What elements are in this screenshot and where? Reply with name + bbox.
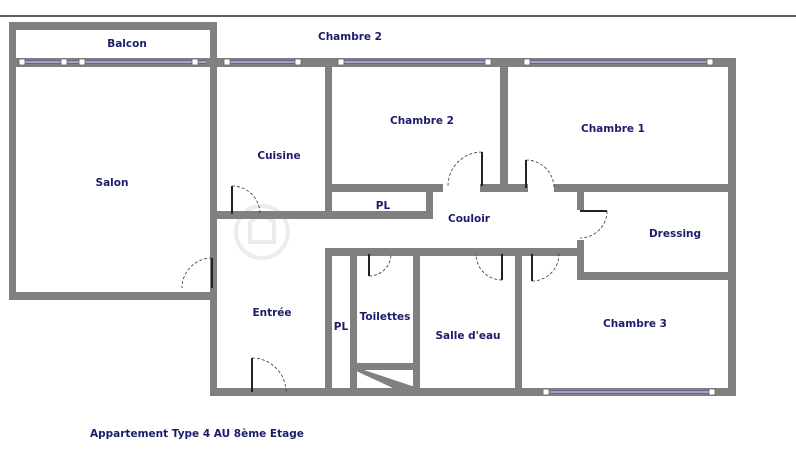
- label-balcon: Balcon: [107, 38, 147, 50]
- label-dressing: Dressing: [649, 228, 701, 240]
- label-pl-top: PL: [376, 200, 391, 212]
- label-cuisine: Cuisine: [257, 150, 300, 162]
- label-toilettes: Toilettes: [360, 311, 411, 323]
- label-chambre1: Chambre 1: [581, 123, 645, 135]
- label-chambre3: Chambre 3: [603, 318, 667, 330]
- plan-caption: Appartement Type 4 AU 8ème Etage: [90, 428, 304, 440]
- doors: [181, 151, 608, 393]
- label-entree: Entrée: [252, 307, 291, 319]
- label-chambre2-top: Chambre 2: [318, 31, 382, 43]
- windows: [18, 58, 716, 396]
- label-couloir: Couloir: [448, 213, 491, 225]
- label-salle-deau: Salle d'eau: [435, 330, 500, 342]
- label-pl-bottom: PL: [334, 321, 349, 333]
- walls: [9, 22, 736, 396]
- label-chambre2: Chambre 2: [390, 115, 454, 127]
- label-salon: Salon: [96, 177, 129, 189]
- room-labels: Balcon Chambre 2 Salon Cuisine Chambre 2…: [96, 31, 702, 342]
